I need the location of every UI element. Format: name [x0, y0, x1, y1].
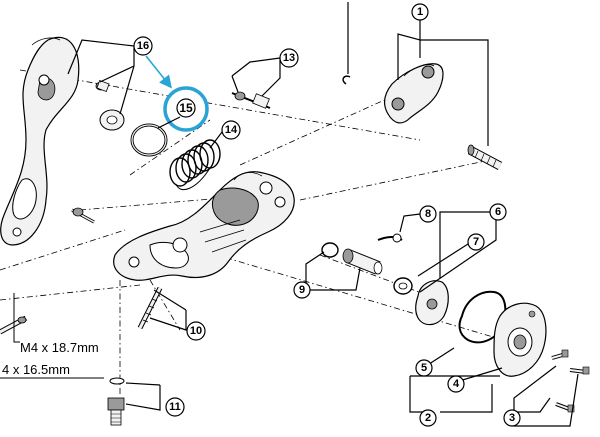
part-1-bolt [467, 144, 503, 170]
callout-4-label: 4 [453, 378, 460, 390]
part-3-screw-c [555, 402, 575, 413]
callout-15-label: 15 [179, 101, 193, 115]
callout-13: 13 [279, 48, 299, 68]
part-9-axle [342, 248, 383, 275]
dimension-leaders [0, 293, 104, 379]
dimension-label-m4-18-7: M4 x 18.7mm [20, 340, 99, 355]
assembly-axis-lines [0, 69, 521, 395]
callout-1: 1 [411, 3, 429, 21]
callout-14: 14 [221, 120, 241, 140]
part-8-clip [377, 233, 403, 243]
part-16-washer [99, 109, 125, 131]
part-11-bolt [107, 397, 125, 426]
callout-10-label: 10 [190, 325, 202, 337]
highlight-callout-15: 15 [145, 55, 209, 132]
callout-16-label: 16 [137, 40, 149, 52]
callout-16: 16 [133, 36, 153, 56]
callout-9: 9 [293, 281, 311, 299]
callout-5-label: 5 [421, 362, 427, 374]
part-15-ring [130, 123, 168, 157]
callout-13-label: 13 [283, 52, 295, 64]
callout-2-label: 2 [425, 412, 431, 424]
callout-10: 10 [186, 321, 206, 341]
part-1-b-link [383, 63, 444, 124]
callout-8: 8 [419, 205, 437, 223]
callout-7-label: 7 [473, 236, 479, 248]
callout-7: 7 [467, 233, 485, 251]
callout-11-label: 11 [169, 401, 181, 413]
part-1-c-clip [342, 75, 351, 85]
callout-6: 6 [489, 203, 507, 221]
pulley-cage-plate [0, 36, 80, 246]
callout-3-label: 3 [509, 412, 515, 424]
part-3-screw-a [551, 349, 569, 360]
callout-14-label: 14 [225, 124, 238, 136]
part-16-bolt [95, 80, 110, 92]
part-10-pin [137, 286, 163, 330]
part-4-housing [493, 302, 547, 377]
part-6-cap [415, 280, 449, 326]
callout-9-label: 9 [299, 284, 305, 296]
callout-3: 3 [503, 409, 521, 427]
callout-8-label: 8 [425, 208, 431, 220]
part-14-spring [169, 139, 221, 191]
derailleur-main-body [113, 171, 295, 281]
callout-11: 11 [165, 397, 185, 417]
part-11-washer [109, 377, 125, 385]
part-3-screw-b [569, 366, 590, 375]
dimension-label-4-16-5: 4 x 16.5mm [2, 362, 70, 377]
callout-4: 4 [447, 375, 465, 393]
callout-5: 5 [415, 359, 433, 377]
callout-6-label: 6 [495, 206, 501, 218]
highlight-arrow [145, 55, 172, 89]
part-9-washer [321, 242, 339, 258]
plate-fixing-screw [71, 207, 95, 224]
callout-1-label: 1 [417, 6, 423, 18]
callout-2: 2 [419, 409, 437, 427]
adjust-bolt-left [0, 315, 28, 335]
part-7-washer [393, 277, 413, 295]
part-13-cable-bolt [231, 91, 271, 109]
